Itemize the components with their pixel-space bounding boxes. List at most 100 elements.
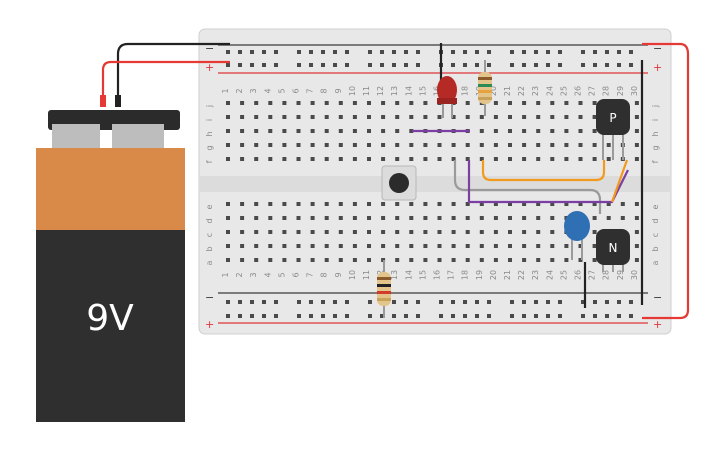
breadboard-hole[interactable] <box>508 230 512 234</box>
rail-hole[interactable] <box>522 50 526 54</box>
breadboard-hole[interactable] <box>367 115 371 119</box>
rail-hole[interactable] <box>463 63 467 67</box>
breadboard-hole[interactable] <box>550 216 555 220</box>
rail-hole[interactable] <box>629 314 633 318</box>
breadboard-hole[interactable] <box>395 216 400 220</box>
breadboard-hole[interactable] <box>578 129 583 133</box>
breadboard-hole[interactable] <box>338 143 343 147</box>
breadboard-hole[interactable] <box>282 244 287 248</box>
breadboard-hole[interactable] <box>282 143 287 147</box>
breadboard-hole[interactable] <box>254 115 259 119</box>
rail-hole[interactable] <box>605 50 609 54</box>
breadboard-hole[interactable] <box>409 230 414 234</box>
breadboard-hole[interactable] <box>606 216 611 220</box>
breadboard-hole[interactable] <box>493 258 498 262</box>
breadboard-hole[interactable] <box>634 101 639 105</box>
rail-hole[interactable] <box>605 314 609 318</box>
breadboard-hole[interactable] <box>564 202 569 206</box>
breadboard-hole[interactable] <box>324 216 329 220</box>
breadboard-hole[interactable] <box>367 216 371 220</box>
breadboard-hole[interactable] <box>395 157 400 161</box>
rail-hole[interactable] <box>274 300 278 304</box>
breadboard-hole[interactable] <box>282 157 287 161</box>
breadboard-hole[interactable] <box>479 244 484 248</box>
rail-hole[interactable] <box>416 63 420 67</box>
breadboard-hole[interactable] <box>282 202 287 206</box>
breadboard-hole[interactable] <box>508 216 512 220</box>
rail-hole[interactable] <box>250 300 254 304</box>
breadboard-hole[interactable] <box>409 202 414 206</box>
breadboard-hole[interactable] <box>465 115 470 119</box>
breadboard-hole[interactable] <box>437 115 442 119</box>
breadboard-hole[interactable] <box>296 115 301 119</box>
breadboard-hole[interactable] <box>479 129 484 133</box>
breadboard-hole[interactable] <box>592 101 597 105</box>
rail-hole[interactable] <box>593 314 597 318</box>
breadboard-hole[interactable] <box>550 129 555 133</box>
rail-hole[interactable] <box>404 314 408 318</box>
rail-hole[interactable] <box>309 314 313 318</box>
breadboard-hole[interactable] <box>550 115 555 119</box>
rail-hole[interactable] <box>321 314 325 318</box>
breadboard-hole[interactable] <box>493 230 498 234</box>
rail-hole[interactable] <box>309 50 313 54</box>
resistor-top[interactable] <box>478 60 492 116</box>
breadboard-hole[interactable] <box>240 115 245 119</box>
rail-hole[interactable] <box>617 50 621 54</box>
breadboard-hole[interactable] <box>606 143 611 147</box>
rail-hole[interactable] <box>534 314 538 318</box>
rail-hole[interactable] <box>475 314 479 318</box>
breadboard-hole[interactable] <box>592 129 597 133</box>
rail-hole[interactable] <box>463 50 467 54</box>
rail-hole[interactable] <box>605 300 609 304</box>
breadboard-hole[interactable] <box>268 216 273 220</box>
rail-hole[interactable] <box>475 300 479 304</box>
breadboard-hole[interactable] <box>310 115 315 119</box>
breadboard-hole[interactable] <box>578 143 583 147</box>
breadboard-hole[interactable] <box>367 202 371 206</box>
rail-hole[interactable] <box>274 50 278 54</box>
breadboard-hole[interactable] <box>381 216 386 220</box>
breadboard-hole[interactable] <box>508 244 512 248</box>
breadboard-hole[interactable] <box>268 202 273 206</box>
breadboard-hole[interactable] <box>479 258 484 262</box>
rail-hole[interactable] <box>522 314 526 318</box>
rail-hole[interactable] <box>546 63 550 67</box>
breadboard-hole[interactable] <box>620 216 625 220</box>
breadboard-hole[interactable] <box>254 129 259 133</box>
breadboard-hole[interactable] <box>338 157 343 161</box>
rail-hole[interactable] <box>439 300 443 304</box>
breadboard-hole[interactable] <box>536 230 541 234</box>
breadboard-hole[interactable] <box>310 244 315 248</box>
breadboard-hole[interactable] <box>536 216 541 220</box>
breadboard-hole[interactable] <box>282 216 287 220</box>
rail-hole[interactable] <box>345 300 349 304</box>
rail-hole[interactable] <box>546 314 550 318</box>
rail-hole[interactable] <box>522 300 526 304</box>
breadboard-hole[interactable] <box>437 244 442 248</box>
rail-hole[interactable] <box>368 63 372 67</box>
breadboard-hole[interactable] <box>493 143 498 147</box>
breadboard-hole[interactable] <box>310 230 315 234</box>
breadboard-hole[interactable] <box>634 129 639 133</box>
breadboard-hole[interactable] <box>338 258 343 262</box>
rail-hole[interactable] <box>451 314 455 318</box>
breadboard-hole[interactable] <box>508 129 512 133</box>
breadboard-hole[interactable] <box>352 244 357 248</box>
breadboard-hole[interactable] <box>536 143 541 147</box>
rail-hole[interactable] <box>581 314 585 318</box>
breadboard-hole[interactable] <box>465 202 470 206</box>
rail-hole[interactable] <box>629 300 633 304</box>
breadboard-hole[interactable] <box>367 258 371 262</box>
rail-hole[interactable] <box>380 314 384 318</box>
breadboard-hole[interactable] <box>493 129 498 133</box>
breadboard-hole[interactable] <box>451 115 456 119</box>
wire-purple-mid[interactable] <box>467 160 629 204</box>
breadboard-hole[interactable] <box>592 258 597 262</box>
breadboard-hole[interactable] <box>606 157 611 161</box>
rail-hole[interactable] <box>463 314 467 318</box>
breadboard-hole[interactable] <box>578 101 583 105</box>
breadboard-hole[interactable] <box>493 101 498 105</box>
breadboard-hole[interactable] <box>240 157 245 161</box>
breadboard-hole[interactable] <box>324 115 329 119</box>
